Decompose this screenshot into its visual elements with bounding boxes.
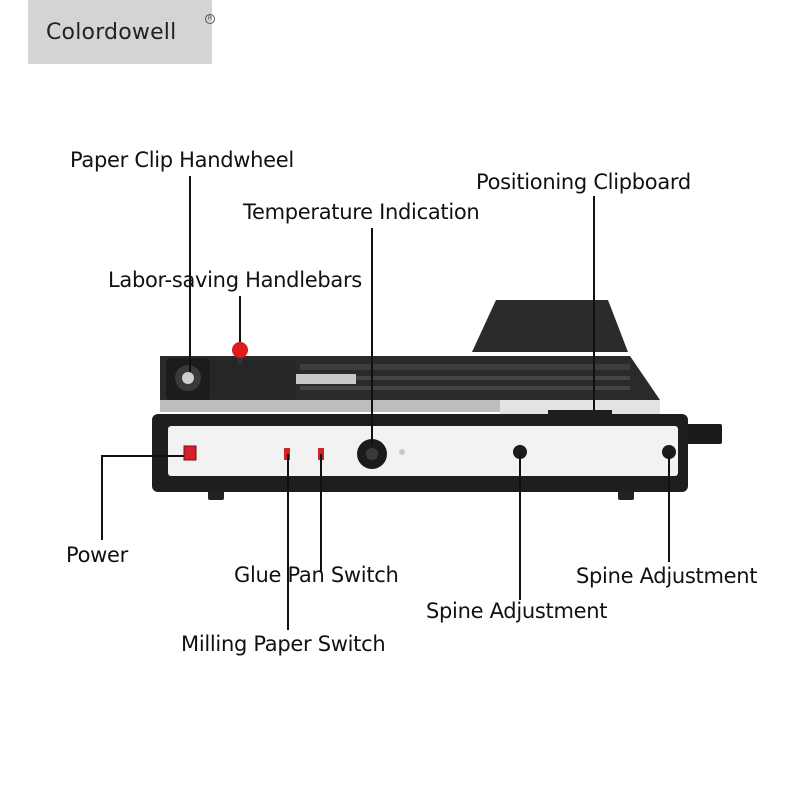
registered-mark: R <box>205 14 215 24</box>
label-glue-pan-switch: Glue Pan Switch <box>234 563 399 587</box>
label-positioning-clipboard: Positioning Clipboard <box>476 170 691 194</box>
back-plate <box>472 300 628 352</box>
label-spine-adjustment-left: Spine Adjustment <box>426 599 608 623</box>
clamp-block <box>200 360 296 400</box>
rail-stripe <box>300 376 630 380</box>
label-temperature-indication: Temperature Indication <box>243 200 480 224</box>
label-milling-paper-switch: Milling Paper Switch <box>181 632 386 656</box>
handlebar-stem <box>238 354 242 364</box>
side-handle <box>684 424 722 444</box>
slider <box>296 374 356 384</box>
paper-tray <box>500 400 660 414</box>
rail-stripe <box>300 386 630 390</box>
label-labor-saving-handlebars: Labor-saving Handlebars <box>108 268 362 292</box>
brand-name: Colordowell <box>46 20 177 45</box>
brand-logo: Colordowell R <box>28 0 215 64</box>
handwheel-center <box>182 372 194 384</box>
spine-adjustment-knob-right <box>662 445 676 459</box>
indicator-light <box>399 449 405 455</box>
labor-saving-handlebar <box>232 342 248 358</box>
leader-lines <box>101 176 670 630</box>
temperature-dial-center <box>366 448 378 460</box>
foot <box>618 490 634 500</box>
control-panel <box>168 426 678 476</box>
label-power: Power <box>66 543 128 567</box>
rail-stripe <box>300 364 630 370</box>
power-switch <box>183 445 197 461</box>
label-spine-adjustment-right: Spine Adjustment <box>576 564 758 588</box>
spine-adjustment-knob-left <box>513 445 527 459</box>
label-paper-clip-handwheel: Paper Clip Handwheel <box>70 148 294 172</box>
foot <box>208 490 224 500</box>
